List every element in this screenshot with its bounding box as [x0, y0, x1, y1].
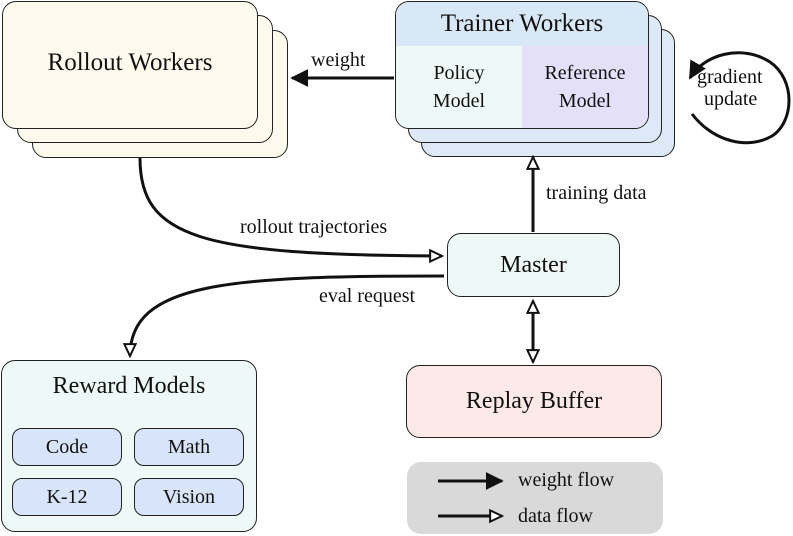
eval-request-arrow — [130, 274, 445, 356]
master-box: Master — [447, 233, 620, 297]
legend-weight-flow-label: weight flow — [518, 469, 615, 491]
reference-model-cell: Reference Model — [522, 46, 648, 128]
reward-item-math: Math — [134, 428, 244, 466]
rollout-trajectories-arrow — [138, 157, 442, 256]
trainer-workers-box: Trainer Workers Policy Model Reference M… — [395, 1, 649, 129]
trainer-workers-title: Trainer Workers — [396, 2, 648, 47]
reward-models-title: Reward Models — [52, 373, 206, 399]
eval-request-label: eval request — [319, 285, 416, 307]
policy-model-line2: Model — [432, 90, 486, 112]
reference-model-line2: Model — [558, 90, 612, 112]
replay-buffer-title: Replay Buffer — [465, 388, 603, 414]
reward-models-box: Reward Models Code Math K-12 Vision — [1, 360, 257, 532]
rollout-workers-title: Rollout Workers — [47, 49, 213, 76]
rollout-trajectories-label: rollout trajectories — [240, 216, 388, 238]
gradient-update-loop-arrow — [688, 51, 791, 145]
rollout-workers-box: Rollout Workers — [2, 1, 258, 129]
reward-item-code: Code — [12, 428, 122, 466]
reference-model-line1: Reference — [544, 62, 626, 84]
legend: weight flow data flow — [407, 462, 663, 534]
legend-data-flow-label: data flow — [518, 505, 593, 527]
training-data-label: training data — [546, 182, 647, 204]
master-title: Master — [500, 251, 567, 278]
gradient-update-label-line1: gradient — [697, 66, 763, 88]
policy-model-cell: Policy Model — [396, 46, 523, 128]
reward-item-vision: Vision — [134, 478, 244, 516]
weight-label: weight — [311, 49, 366, 71]
policy-model-line1: Policy — [433, 62, 485, 84]
gradient-update-label-line2: update — [704, 88, 758, 110]
replay-buffer-box: Replay Buffer — [406, 365, 662, 438]
reward-item-k12: K-12 — [12, 478, 122, 516]
